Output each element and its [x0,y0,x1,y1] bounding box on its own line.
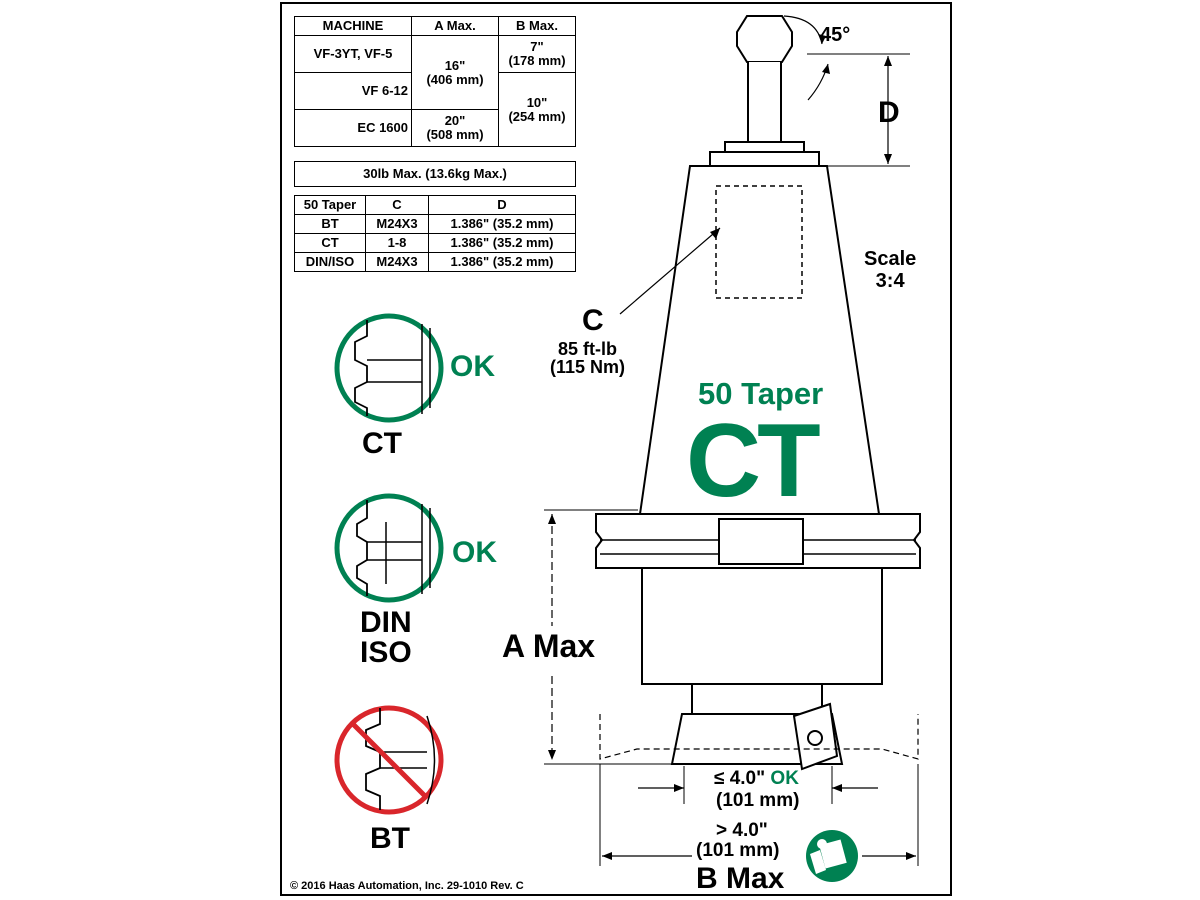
copyright-text: © 2016 Haas Automation, Inc. 29-1010 Rev… [290,880,524,892]
cutter-insert [792,702,839,771]
over-width-mm: (101 mm) [696,840,780,861]
pull-stud-knob [736,15,793,63]
arrow-head [602,852,612,860]
scale-label: Scale 3:4 [864,248,917,292]
arrow-head [884,56,892,66]
arrow-head [832,784,842,792]
ok-width-status: OK [770,768,799,789]
din-iso-name: DIN ISO [360,606,412,669]
c-leader-line [619,227,721,315]
over-width-dim: > 4.0" [716,820,768,841]
table-cell: VF 6-12 [294,72,412,110]
c-dimension-label: C [582,304,604,337]
torque-label: 85 ft-lb (115 Nm) [550,339,626,377]
instruction-sheet: MACHINE A Max. B Max. VF-3YT, VF-5 16" (… [280,2,952,896]
table-cell: 1.386" (35.2 mm) [428,252,576,272]
insert-screw [807,730,823,746]
din-iso-status: OK [452,536,497,569]
table-cell: DIN/ISO [294,252,366,272]
toolholder-drawing [334,15,921,882]
arrow-head [548,750,556,760]
machine-limits-table: MACHINE A Max. B Max. VF-3YT, VF-5 16" (… [294,16,576,147]
table-cell: VF-3YT, VF-5 [294,35,412,73]
table-cell: 10" (254 mm) [498,72,576,147]
table-cell: EC 1600 [294,109,412,147]
din-iso-profile-icon [334,493,444,603]
table-cell: M24X3 [365,252,429,272]
phantom-cutter [599,714,919,760]
pull-stud-shank [747,62,782,143]
ok-width-dim: ≤ 4.0" [714,768,766,789]
ok-width-label: ≤ 4.0" OK [714,768,799,790]
arrow-head [548,514,556,524]
ct-profile-icon [334,313,444,423]
arrow-head [818,34,826,44]
ct-name: CT [362,427,402,460]
arrow-head [906,852,916,860]
bt-profile-icon [334,705,444,815]
d-dimension-label: D [878,96,900,129]
taper-size-label: 50 Taper [698,376,824,411]
table-cell: 1-8 [365,233,429,253]
angle-label: 45° [820,24,851,46]
holder-body [641,567,883,685]
bt-name: BT [370,822,410,855]
manual-read-icon [806,830,858,882]
table-header: 50 Taper [294,195,366,215]
arrow-head [884,154,892,164]
arrow-head [822,64,830,74]
pull-stud-flange [724,141,805,153]
pull-stud-collar [709,151,820,167]
ok-width-mm: (101 mm) [716,790,800,811]
a-max-label: A Max [502,628,596,664]
weight-limit: 30lb Max. (13.6kg Max.) [294,161,576,187]
arrow-head [674,784,684,792]
b-max-label: B Max [696,862,785,895]
ct-status: OK [450,350,495,383]
cutter-shank [691,683,823,715]
table-cell: 20" (508 mm) [411,109,499,147]
arrow-head [710,228,720,239]
taper-type-label: CT [686,403,821,519]
prohibited-slash [350,721,428,799]
taper-table: 50 Taper C D BT M24X3 1.386" (35.2 mm) C… [294,195,576,272]
weight-limit-box: 30lb Max. (13.6kg Max.) [294,161,576,187]
table-header: B Max. [498,16,576,36]
drive-key-slot [718,518,804,565]
